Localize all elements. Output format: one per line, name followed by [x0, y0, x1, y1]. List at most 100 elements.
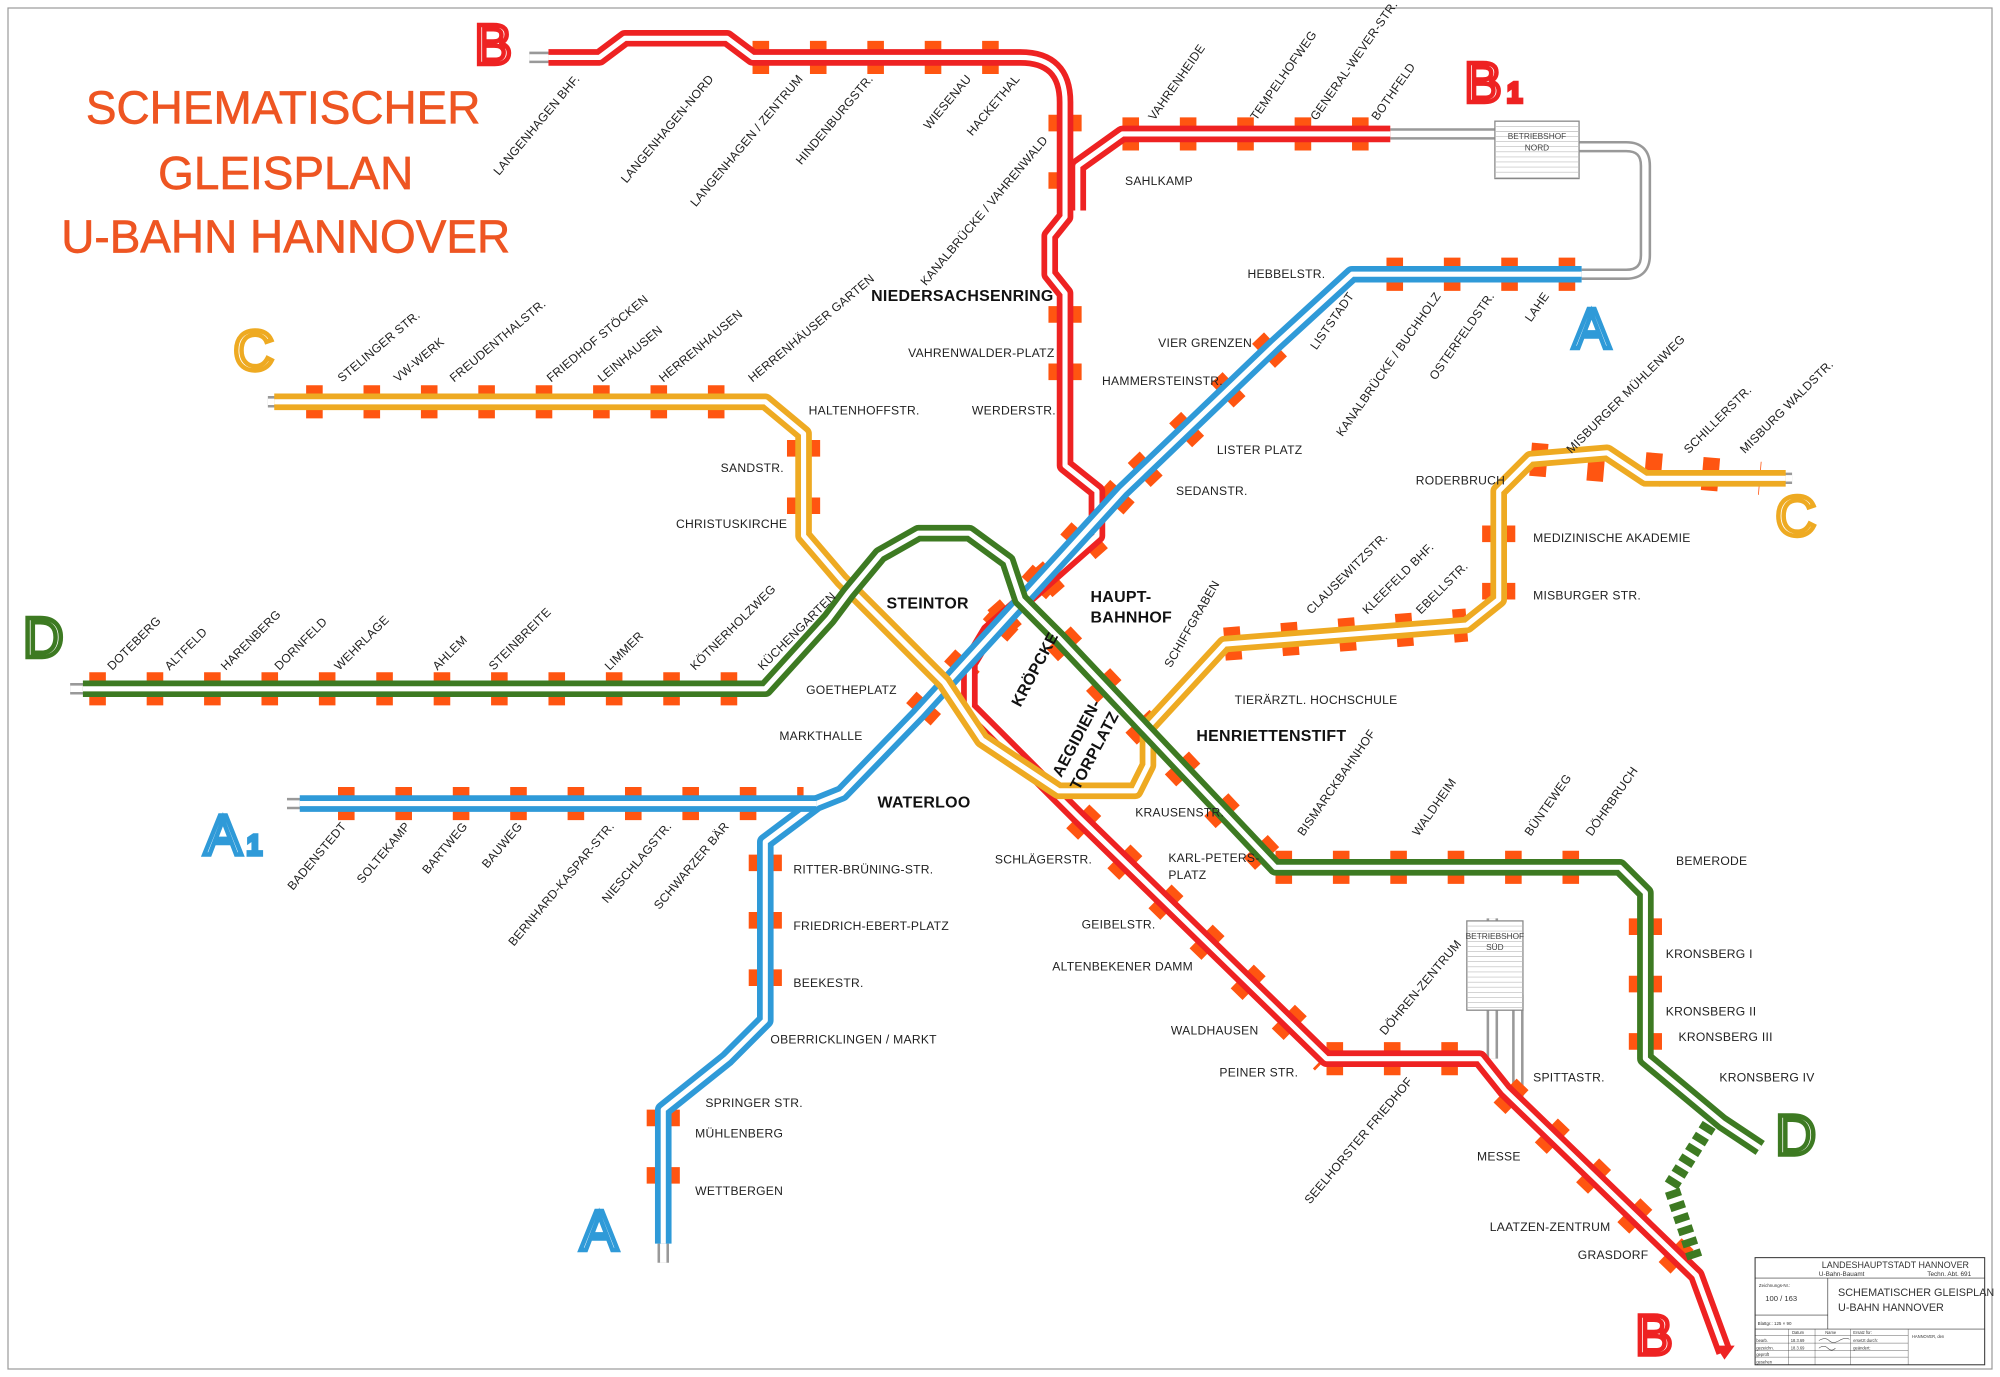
tb-date-2: 18.3.69: [1791, 1345, 1805, 1350]
tb-ersatz-fuer: Ersatz für:: [1853, 1330, 1872, 1335]
tb-date-1: 18.3.69: [1791, 1338, 1805, 1343]
station-label: VAHRENWALDER-PLATZ: [908, 346, 1055, 360]
tb-title-2: U-BAHN HANNOVER: [1838, 1302, 1944, 1314]
line-letter-D: D: [23, 606, 64, 669]
station-label: DÖHRBRUCH: [1583, 764, 1641, 838]
station-label: BEMERODE: [1676, 854, 1747, 868]
station-label: KARL-PETERS-: [1168, 851, 1259, 865]
signature: [1818, 1338, 1850, 1351]
station-label: FREUDENTHALSTR.: [447, 297, 549, 385]
title-line-3: U-BAHN HANNOVER: [61, 211, 510, 263]
map-frame: [7, 7, 1993, 1370]
station-label: WIESENAU: [921, 72, 975, 132]
title-line-1: SCHEMATISCHER: [86, 82, 480, 134]
station-label: TEMPELHOFWEG: [1247, 28, 1319, 123]
station-label: SOLTEKAMP: [354, 819, 413, 886]
station-label: BAHNHOF: [1091, 609, 1172, 626]
station-label: FRIEDRICH-EBERT-PLATZ: [793, 919, 949, 933]
station-label: DÖHREN-ZENTRUM: [1377, 937, 1464, 1037]
station-label: CHRISTUSKIRCHE: [676, 517, 787, 531]
station-label: OBERRICKLINGEN / MARKT: [770, 1032, 937, 1046]
line-letter-sub: 1: [1507, 77, 1523, 108]
station-label: WETTBERGEN: [695, 1184, 783, 1198]
tb-row-gezeichn: gezeichn.: [1756, 1345, 1773, 1350]
station-label: KANALBRÜCKE / BUCHHOLZ: [1333, 289, 1444, 439]
tb-col-datum: Datum: [1792, 1330, 1805, 1335]
station-label: MEDIZINISCHE AKADEMIE: [1533, 531, 1690, 545]
station-label: VW-WERK: [391, 335, 447, 385]
station-label: BOTHFELD: [1369, 60, 1419, 123]
station-label: LISTER PLATZ: [1217, 443, 1303, 457]
station-label: SPITTASTR.: [1533, 1071, 1605, 1085]
station-label: LAHE: [1522, 290, 1552, 325]
arrow-down-icon: [1715, 1345, 1735, 1360]
station-label: LIMMER: [602, 629, 646, 673]
station-label: MISBURG WALDSTR.: [1737, 357, 1836, 456]
station-label: GRASDORF: [1578, 1248, 1649, 1262]
station-label: KRONSBERG II: [1666, 1004, 1757, 1018]
tb-row-gesehen: gesehen: [1756, 1360, 1772, 1365]
station-label: SCHLÄGERSTR.: [995, 853, 1092, 867]
line-letter-text: B: [474, 13, 511, 76]
line-letter-D: D: [1775, 1103, 1816, 1166]
line-letter-text: C: [1775, 485, 1816, 548]
line-letter-text: C: [233, 319, 274, 382]
tb-ersetzt-durch: ersetzt durch:: [1853, 1338, 1878, 1343]
station-label: PEINER STR.: [1219, 1066, 1298, 1080]
line-letter-text: A: [204, 804, 242, 867]
line-letter-A: A: [580, 1199, 618, 1262]
station-label: HINDENBURGSTR.: [793, 72, 876, 167]
station-label: SEELHORSTER FRIEDHOF: [1302, 1075, 1416, 1207]
station-label: STEINTOR: [886, 595, 969, 612]
station-label: MISBURGER STR.: [1533, 588, 1641, 602]
station-label: BARTWEG: [419, 819, 470, 876]
tb-col-name: Name: [1825, 1330, 1837, 1335]
station-label: HERRENHAUSEN: [656, 307, 745, 385]
line-C-track-gap: [274, 399, 1786, 794]
station-label: HEBBELSTR.: [1247, 267, 1325, 281]
station-label: KRONSBERG IV: [1719, 1071, 1815, 1085]
tb-row-bearb: bearb.: [1756, 1338, 1768, 1343]
station-label: HAMMERSTEINSTR.: [1102, 374, 1223, 388]
station-label: EBELLSTR.: [1413, 559, 1471, 617]
depot-label: NORD: [1525, 143, 1549, 153]
station-label: PLATZ: [1168, 868, 1206, 882]
station-label: WALDHAUSEN: [1171, 1023, 1259, 1037]
line-letter-text: D: [1775, 1103, 1816, 1166]
station-label: HERRENHÄUSER GARTEN: [745, 271, 877, 385]
station-label: MARKTHALLE: [779, 729, 862, 743]
station-label: AHLEM: [430, 633, 470, 673]
tb-authority: LANDESHAUPTSTADT HANNOVER: [1822, 1260, 1970, 1270]
depot-label: BETRIEBSHOF: [1466, 931, 1524, 941]
station-label: BERNHARD-KASPAR-STR.: [505, 819, 617, 948]
station-label: WATERLOO: [878, 794, 971, 811]
tb-place-date: HANNOVER, den: [1912, 1334, 1944, 1339]
station-label: MESSE: [1477, 1150, 1521, 1164]
station-label: WEHRLAGE: [332, 613, 392, 673]
station-label: DORNFELD: [272, 615, 330, 673]
station-label: NIEDERSACHSENRING: [871, 288, 1053, 305]
line-D-planned-extension: [1662, 1120, 1716, 1266]
station-label: LANGENHAGEN BHF.: [491, 72, 583, 178]
line-letter-sub: 1: [247, 830, 263, 861]
line-A-track-gap: [660, 271, 1582, 1244]
station-label: KRAUSENSTR.: [1135, 805, 1224, 819]
tb-title-1: SCHEMATISCHER GLEISPLAN: [1838, 1287, 1994, 1299]
station-label: WERDERSTR.: [972, 404, 1056, 418]
transit-lines: [82, 29, 1786, 1360]
station-label: TIERÄRZTL. HOCHSCHULE: [1235, 693, 1398, 707]
station-label: ALTENBEKENER DAMM: [1052, 960, 1193, 974]
line-letter-text: D: [23, 606, 64, 669]
station-label: KRONSBERG III: [1679, 1030, 1773, 1044]
tb-department: Techn. Abt. 691: [1927, 1271, 1971, 1278]
title-line-2: GLEISPLAN: [158, 147, 413, 199]
tb-geaendert: geändert:: [1853, 1345, 1870, 1350]
tb-row-geprueft: geprüft: [1756, 1352, 1770, 1357]
station-label: ALTFELD: [162, 625, 210, 673]
